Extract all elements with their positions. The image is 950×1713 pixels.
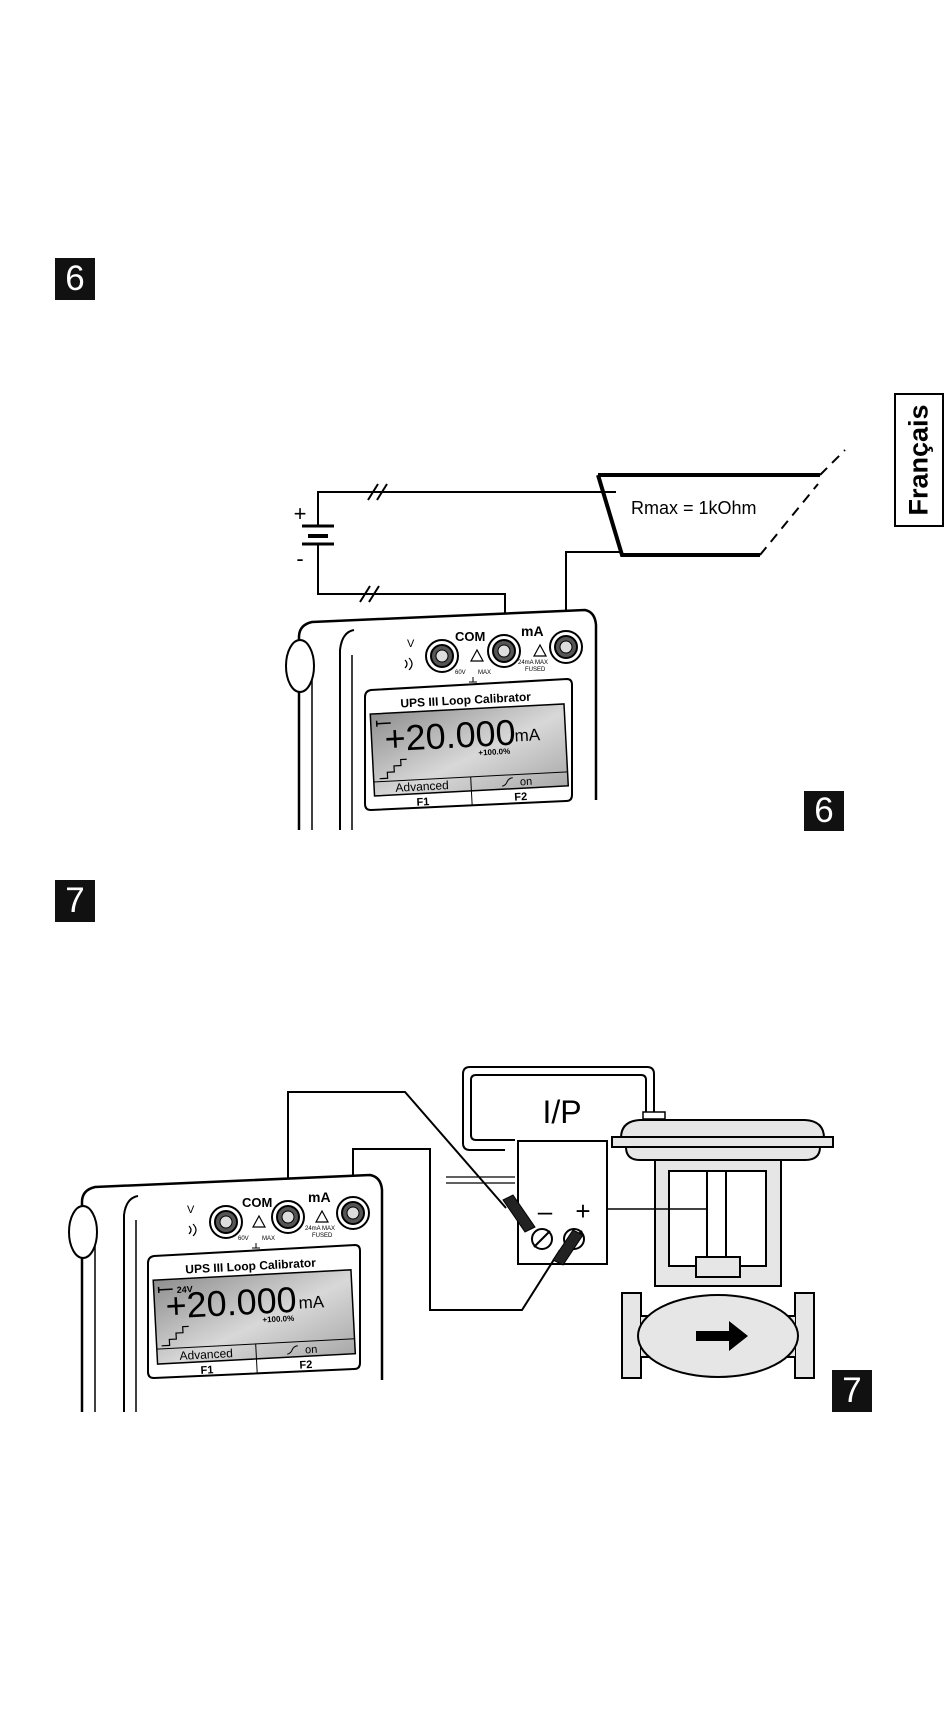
calibrator-device-7: V COM mA 60V MAX 24mA MAX FUSED UPS III … [69,1175,382,1412]
actuator-bottom [626,1147,820,1160]
rating-right-sub-2: FUSED [312,1233,333,1239]
terminal-screw-minus [532,1229,552,1249]
lcd-unit-2: mA [298,1292,325,1312]
softkey-1-label: Advanced [395,778,449,795]
jack-com-label-2: COM [242,1195,272,1210]
f1-label-2: F1 [200,1364,213,1377]
jack-v-label-2: V [187,1204,195,1216]
calibrator-device-6: V COM mA 60V MAX 24mA MAX FUSED UPS III … [286,610,596,830]
softkey-1-label-2: Advanced [179,1346,233,1363]
ip-converter: I/P – + [446,1067,654,1264]
lcd-percent: +100.0% [478,747,510,758]
rating-left-unit-2: MAX [262,1236,275,1242]
softkey-2-label: on [520,776,533,789]
jack-ma-2 [337,1197,369,1229]
jack-ma-label-2: mA [308,1189,331,1205]
terminal-minus-label: – [538,1196,553,1226]
battery-minus-label: - [296,546,303,571]
rating-left-2: 60V [238,1236,249,1242]
valve-stem [707,1171,726,1257]
f2-label: F2 [514,791,527,804]
figure-7: I/P – + [69,1067,833,1412]
jack-com-2 [272,1201,304,1233]
rating-right: 24mA MAX [518,660,548,666]
actuator-top [621,1120,824,1138]
f1-label: F1 [416,796,429,809]
battery-plus-label: + [294,501,307,526]
resistor-load: Rmax = 1kOhm [598,450,845,555]
rating-left-unit: MAX [478,670,491,676]
rating-right-sub: FUSED [525,667,546,673]
lcd-percent-2: +100.0% [262,1314,294,1325]
figure-6: + - Rmax = 1kOhm V COM mA 60V MAX [286,450,845,830]
resistor-label: Rmax = 1kOhm [631,498,757,518]
jack-com-label: COM [455,629,485,644]
rating-right-2: 24mA MAX [305,1226,335,1232]
ip-label: I/P [542,1094,581,1130]
f2-label-2: F2 [299,1359,312,1372]
jack-com [488,635,520,667]
jack-ma-label: mA [521,623,544,639]
softkey-2-label-2: on [305,1344,318,1357]
lcd-unit: mA [514,725,541,745]
control-valve [607,1112,833,1378]
jack-ma [550,631,582,663]
jack-v-label: V [407,638,415,650]
jack-v [426,640,458,672]
rating-left: 60V [455,670,466,676]
jack-v-2 [210,1206,242,1238]
terminal-plus-label: + [575,1196,590,1226]
